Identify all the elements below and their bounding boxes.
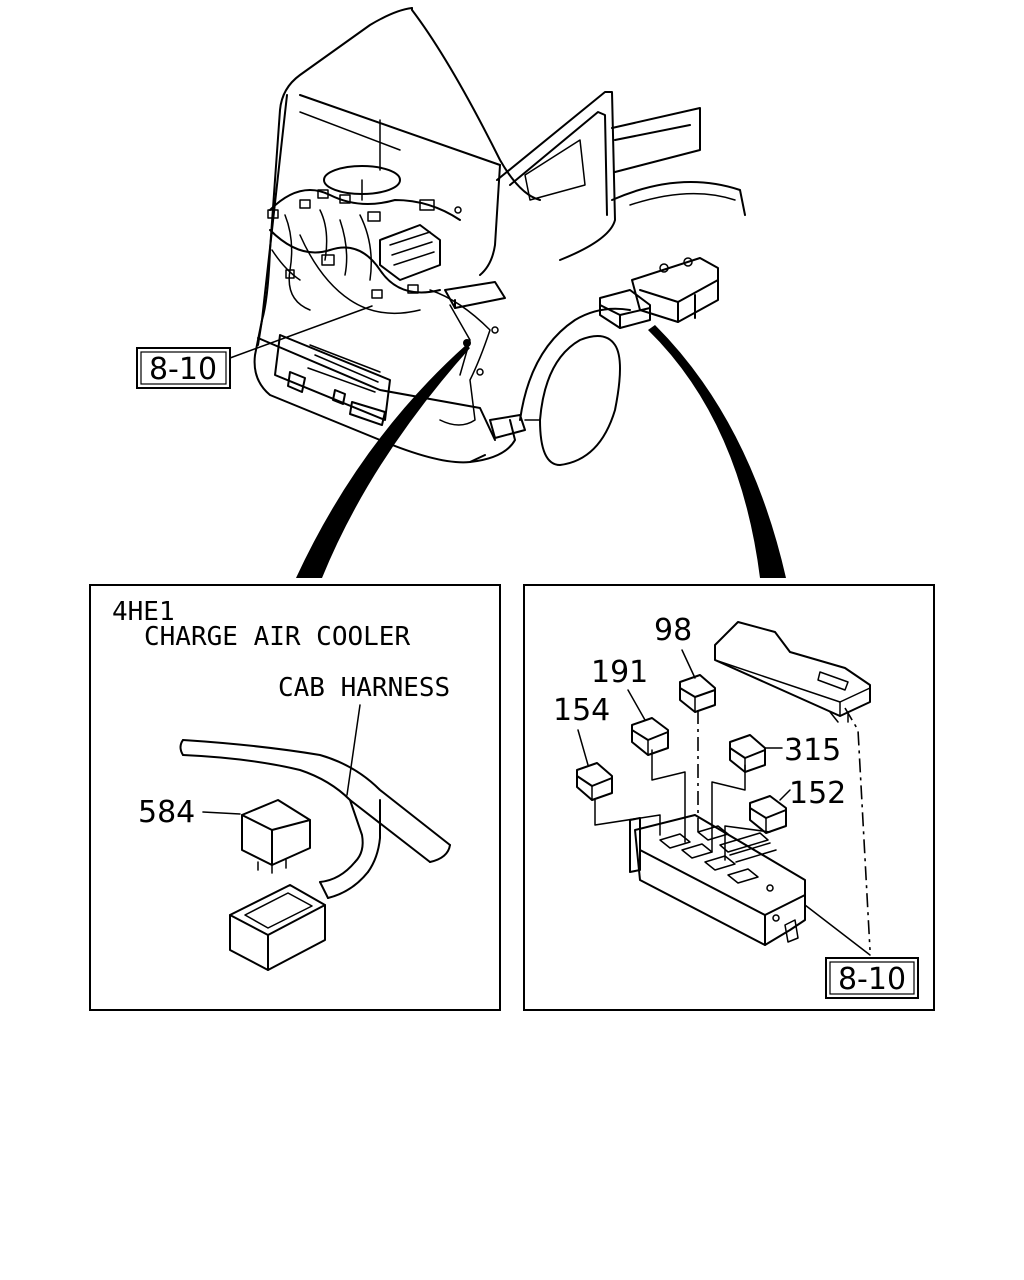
ref-label-top-text: 8-10	[149, 352, 217, 387]
truck-cab-illustration	[253, 7, 746, 466]
part-152-label: 152	[789, 776, 846, 811]
part-191-label: 191	[591, 655, 648, 690]
leader-8-10-top	[229, 305, 373, 359]
harness-label: CAB HARNESS	[278, 673, 450, 703]
ref-label-bottom-text: 8-10	[838, 962, 906, 997]
part-315-label: 315	[784, 733, 841, 768]
engine-label: 4HE1	[112, 597, 175, 627]
ref-label-top: 8-10	[136, 347, 231, 389]
system-label: CHARGE AIR COOLER	[144, 622, 410, 652]
part-584-label: 584	[138, 795, 195, 830]
callout-wedge-left	[296, 345, 470, 578]
part-154-label: 154	[553, 693, 610, 728]
detail-panel-right: 98 191 154 315 152 8-10	[523, 584, 935, 1011]
callout-wedge-right	[648, 325, 786, 578]
detail-panel-left: 4HE1 CHARGE AIR COOLER CAB HARNESS 584	[89, 584, 501, 1011]
part-98-label: 98	[654, 613, 692, 648]
